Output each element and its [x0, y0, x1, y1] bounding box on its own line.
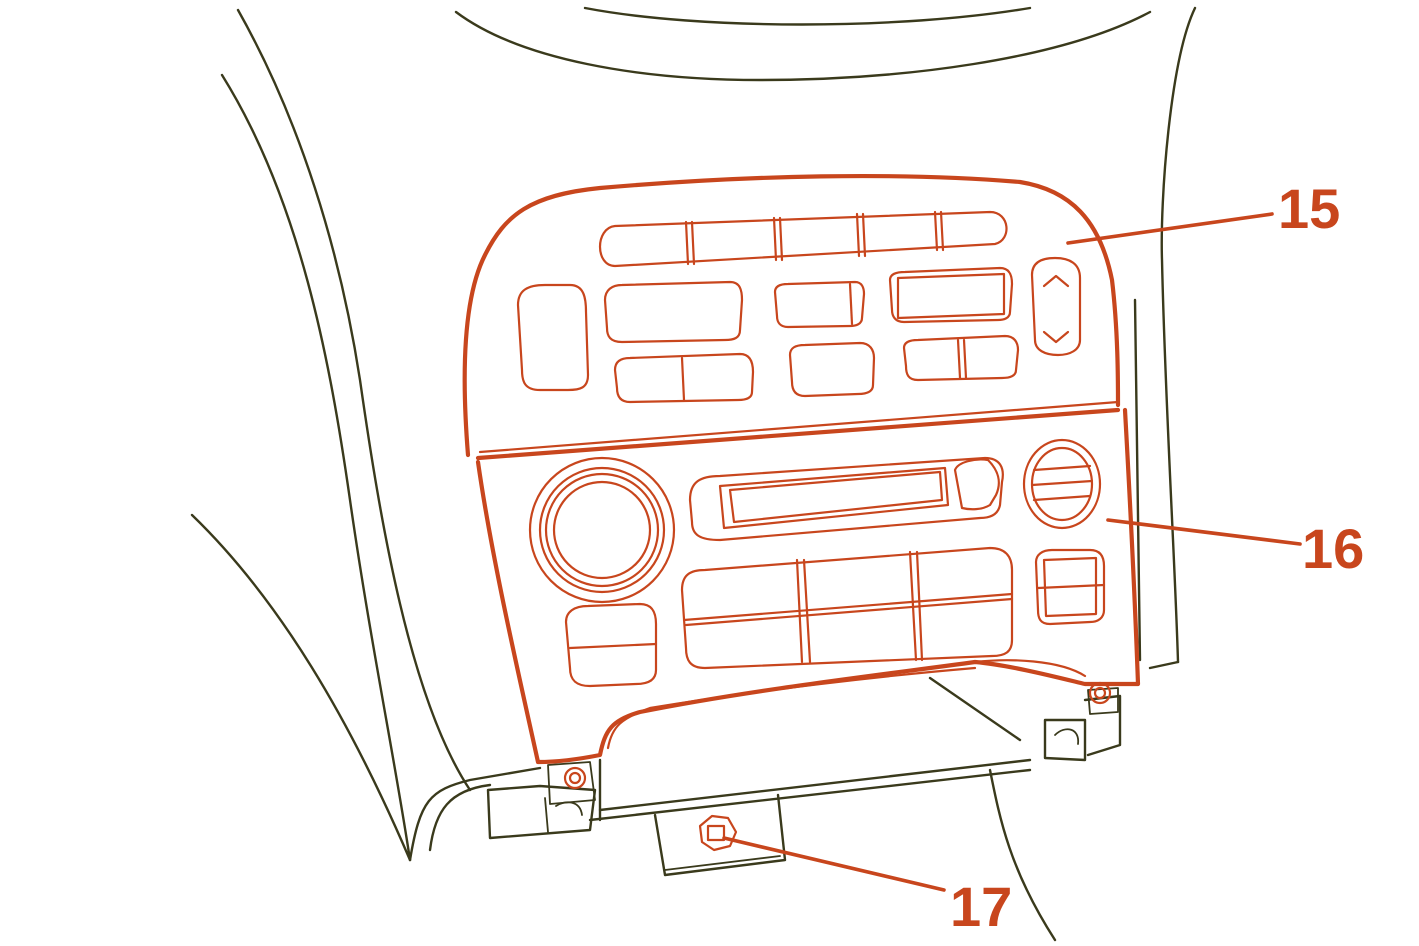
leader-line-15	[1066, 212, 1274, 245]
dashboard-outline	[190, 6, 1197, 942]
leader-line-16	[1106, 518, 1302, 546]
lower-climate-panel	[475, 407, 1141, 790]
upper-control-panel	[462, 173, 1121, 461]
leader-line-17	[722, 836, 946, 892]
retaining-nut	[698, 814, 738, 852]
callout-15: 15	[1278, 177, 1340, 240]
callout-17: 17	[950, 875, 1012, 938]
callout-16: 16	[1302, 517, 1364, 580]
